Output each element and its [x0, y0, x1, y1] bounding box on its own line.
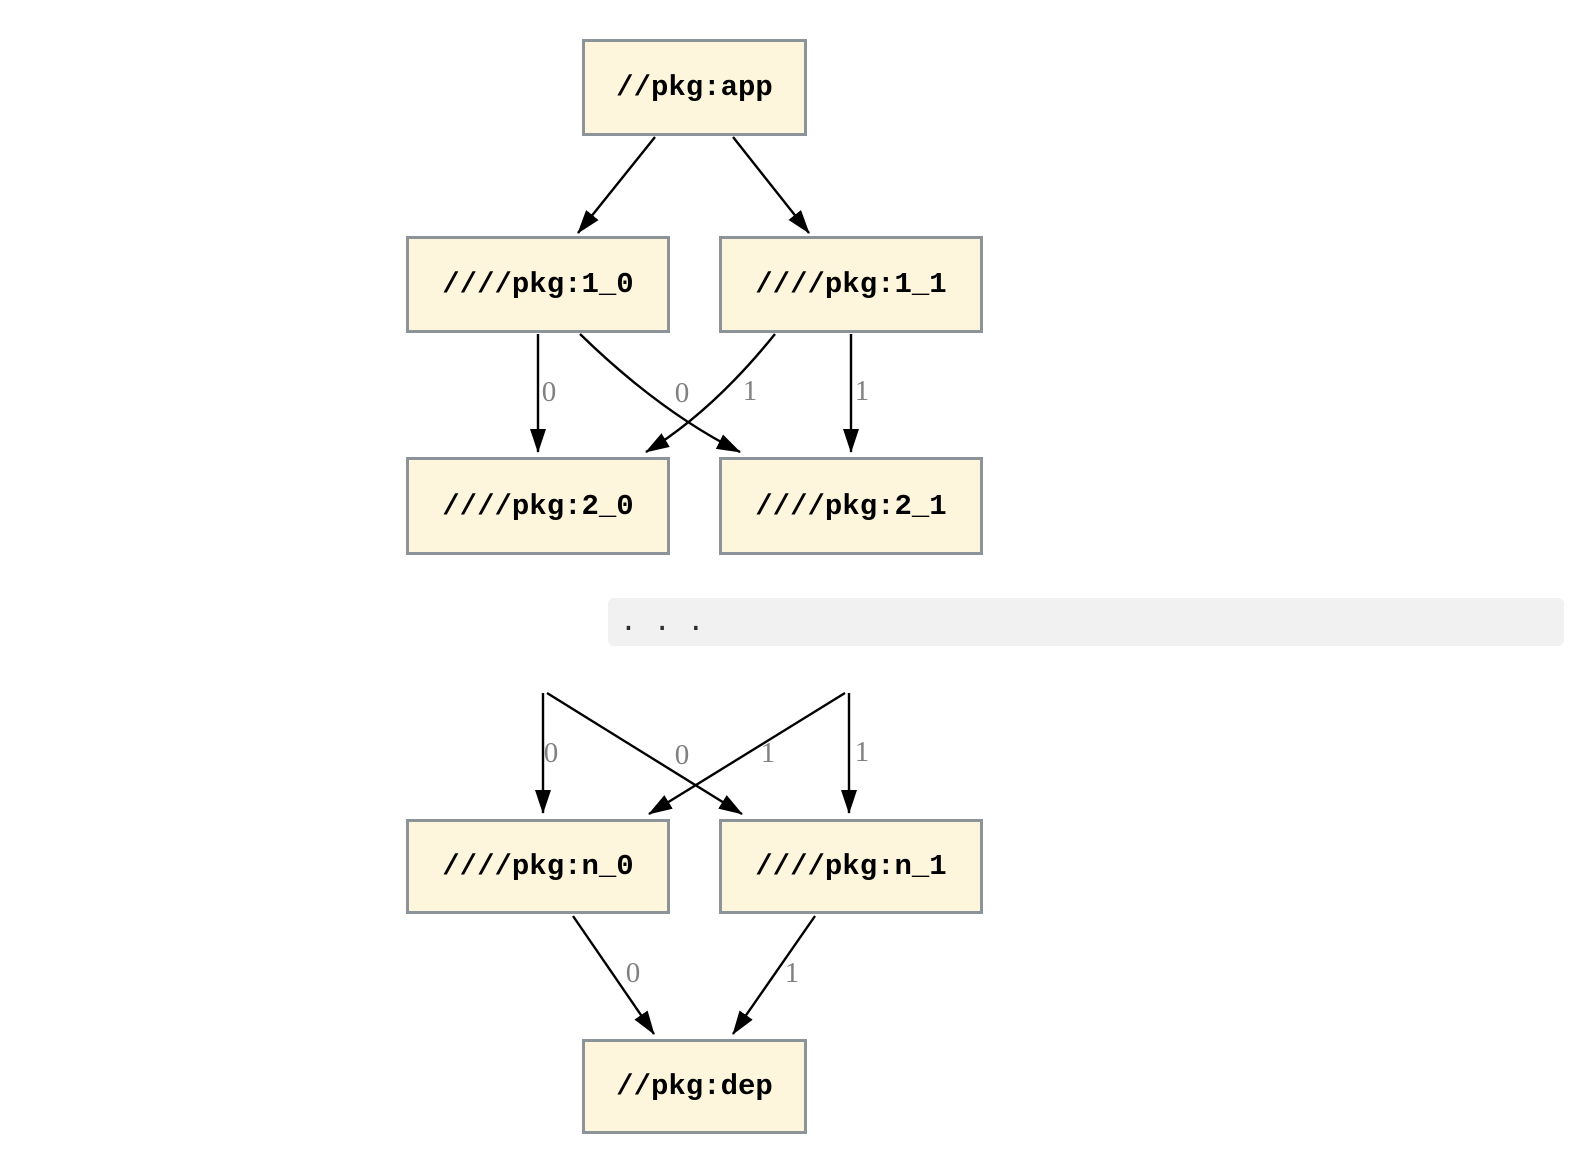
edge-label-1_1-to-2_0: 0 [675, 377, 690, 409]
node-pkg-n_0: ////pkg:n_0 [406, 819, 670, 914]
node-pkg-n_1: ////pkg:n_1 [719, 819, 983, 914]
edge-n_0-to-dep [572, 915, 655, 1035]
edge-cut-to-n_0-cross [648, 691, 846, 816]
node-pkg-n_0-label: ////pkg:n_0 [442, 850, 634, 883]
node-pkg-1_1: ////pkg:1_1 [719, 236, 983, 333]
edge-label-1_1-to-2_1: 1 [855, 375, 870, 407]
node-pkg-dep: //pkg:dep [582, 1039, 807, 1134]
edge-1_0-to-2_1 [579, 333, 741, 454]
edge-app-to-1_1 [732, 136, 810, 234]
node-pkg-1_0-label: ////pkg:1_0 [442, 268, 634, 301]
edge-label-cut-to-n_1-straight: 1 [855, 736, 870, 768]
node-pkg-app: //pkg:app [582, 39, 807, 136]
node-pkg-app-label: //pkg:app [616, 71, 773, 104]
edge-app-to-1_0 [577, 136, 656, 234]
ellipsis-code-block: . . . [608, 598, 1564, 646]
node-pkg-dep-label: //pkg:dep [616, 1070, 773, 1103]
edge-1_1-to-2_0 [645, 333, 776, 454]
edge-label-1_0-to-2_0: 0 [542, 376, 557, 408]
node-pkg-1_0: ////pkg:1_0 [406, 236, 670, 333]
edge-n_1-to-dep [732, 915, 816, 1035]
edge-label-n_0-to-dep: 0 [626, 957, 641, 989]
node-pkg-2_1: ////pkg:2_1 [719, 457, 983, 555]
node-pkg-n_1-label: ////pkg:n_1 [755, 850, 947, 883]
node-pkg-2_0-label: ////pkg:2_0 [442, 489, 634, 523]
edge-label-1_0-to-2_1: 1 [743, 375, 758, 407]
node-pkg-2_0: ////pkg:2_0 [406, 457, 670, 555]
graph-top-edges: 0 0 1 1 [530, 136, 870, 454]
edge-cut-to-n_1-cross [546, 691, 743, 816]
node-pkg-1_1-label: ////pkg:1_1 [755, 268, 947, 301]
edge-label-cut-to-n_1-cross: 1 [761, 737, 776, 769]
edge-label-n_1-to-dep: 1 [785, 957, 800, 989]
node-pkg-2_1-label: ////pkg:2_1 [755, 489, 947, 523]
edge-label-cut-to-n_0-straight: 0 [544, 737, 559, 769]
graph-bottom-edges: 0 0 1 1 0 1 [535, 691, 870, 1035]
edge-label-cut-to-n_0-cross: 0 [675, 739, 690, 771]
